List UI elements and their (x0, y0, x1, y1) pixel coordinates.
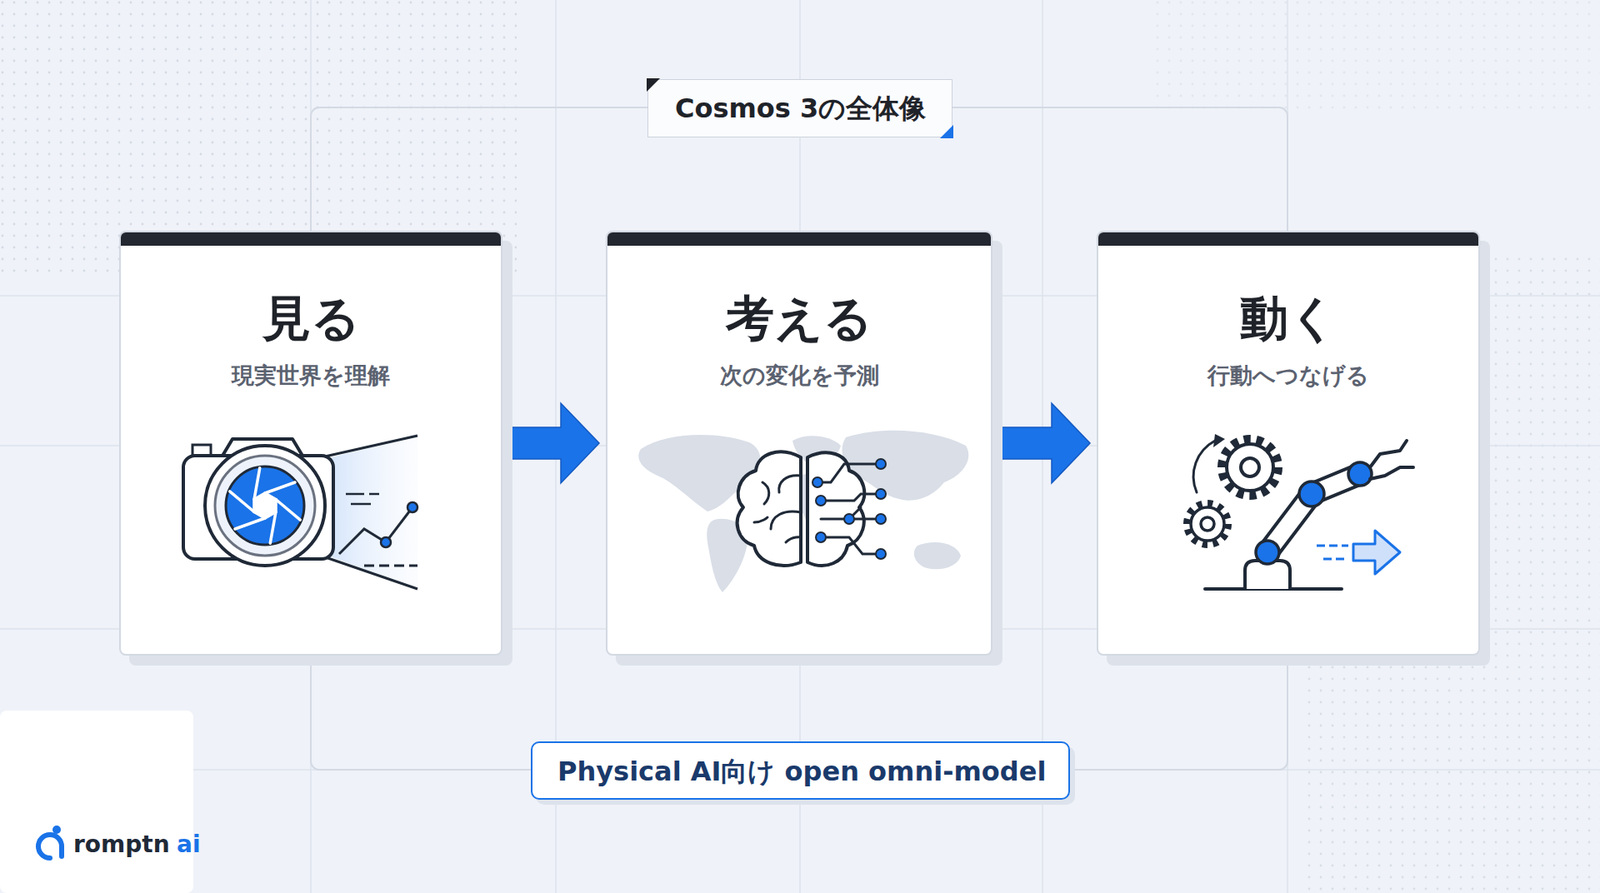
process-card: 見る現実世界を理解 (119, 230, 503, 656)
logo-word: ai (176, 830, 201, 860)
tag-corner-mark (646, 78, 660, 92)
gears (1187, 434, 1278, 545)
card-heading: 考える (607, 290, 991, 347)
card-top-bar (607, 232, 991, 246)
tag-corner-mark (940, 125, 954, 139)
caption-text: Physical AI向け open omni-model (557, 754, 1046, 791)
card-subtitle: 現実世界を理解 (120, 362, 501, 390)
card-top-bar (120, 232, 501, 246)
motion-arrow (1316, 530, 1400, 575)
flow-arrow (997, 403, 1090, 484)
flow-arrow (507, 403, 600, 484)
logo-word: romptn (73, 830, 170, 860)
process-card: 考える次の変化を予測 (605, 230, 993, 656)
caption-box: Physical AI向け open omni-model (530, 741, 1070, 800)
title-tag: Cosmos 3の全体像 (647, 79, 953, 138)
world-map (638, 430, 969, 593)
card-subtitle: 次の変化を予測 (607, 362, 991, 390)
card-top-bar (1098, 232, 1479, 246)
card-subtitle: 行動へつなげる (1098, 362, 1479, 390)
process-card: 動く行動へつなげる (1096, 230, 1480, 656)
title-text: Cosmos 3の全体像 (675, 90, 926, 128)
card-heading: 見る (120, 290, 501, 347)
card-heading: 動く (1098, 290, 1479, 347)
logo-icon (38, 825, 62, 859)
